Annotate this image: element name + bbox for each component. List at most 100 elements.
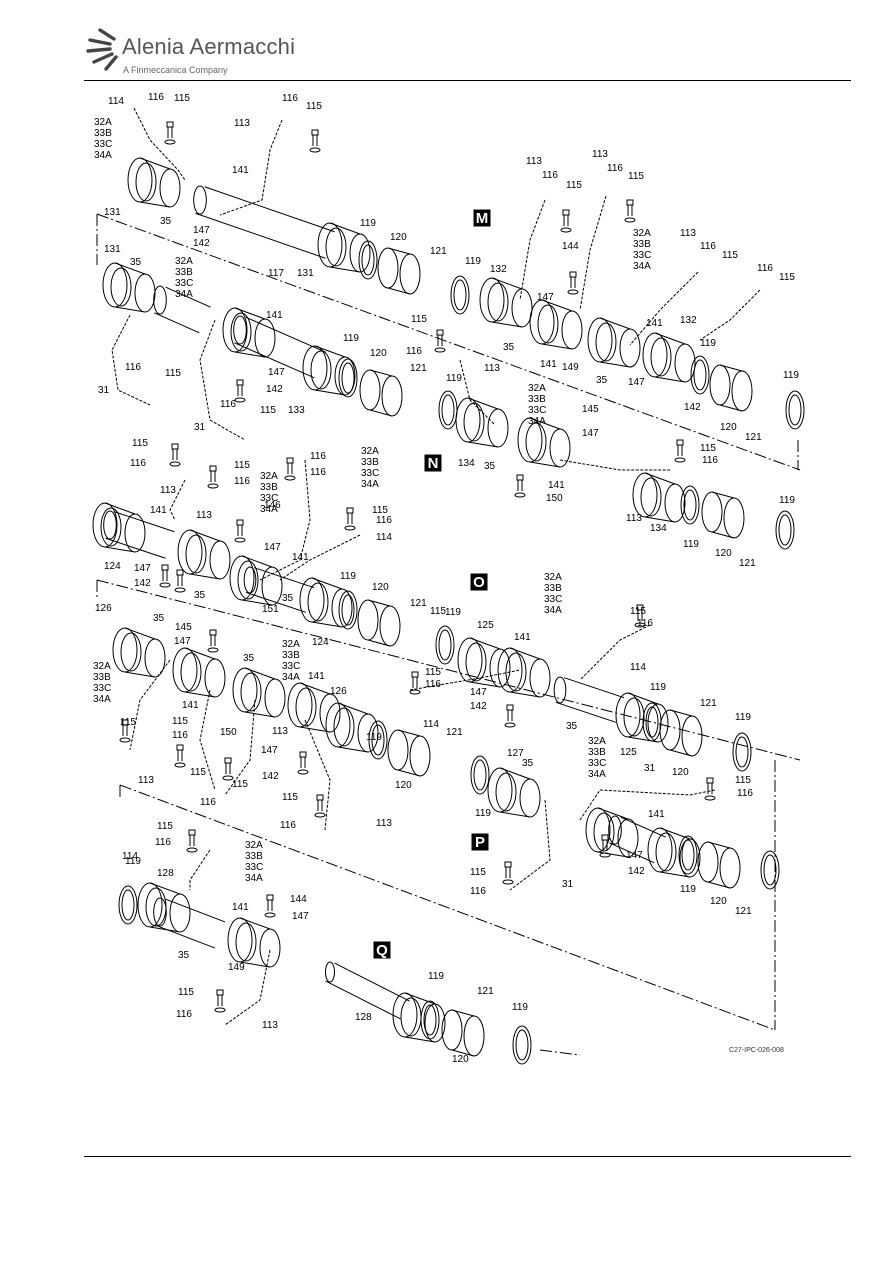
pipe-end xyxy=(153,897,167,927)
washer xyxy=(309,147,321,153)
part-callout: 132 xyxy=(490,264,507,275)
part-callout: 119 xyxy=(343,333,359,344)
part-callout: 31 xyxy=(644,763,656,774)
coupling xyxy=(172,647,198,693)
part-callout: 113 xyxy=(160,485,176,496)
part-callout: 127 xyxy=(507,748,524,759)
part-callout: 126 xyxy=(95,603,112,614)
part-callout: 119 xyxy=(779,495,795,506)
centerline xyxy=(539,1049,581,1056)
seal-ring xyxy=(420,1000,440,1040)
seal-ring xyxy=(690,355,710,395)
bolt-head xyxy=(504,861,512,868)
coupling xyxy=(392,992,418,1038)
part-callout: 33B xyxy=(94,128,112,139)
part-callout: 115 xyxy=(132,438,148,449)
sleeve xyxy=(719,847,741,889)
part-callout: 33C xyxy=(260,493,278,504)
coupling xyxy=(302,345,328,391)
seal-ring xyxy=(763,854,777,886)
part-callout: 120 xyxy=(372,582,389,593)
part-callout: 35 xyxy=(178,950,190,961)
seal-ring xyxy=(512,1025,532,1065)
sleeve xyxy=(359,369,381,411)
washer xyxy=(234,537,246,543)
coupling xyxy=(185,534,207,574)
part-callout: 115 xyxy=(470,867,486,878)
bonding-strap xyxy=(629,271,699,346)
part-callout: 33B xyxy=(93,672,111,683)
bonding-strap xyxy=(259,459,311,581)
bonding-strap xyxy=(509,799,551,891)
coupling xyxy=(299,577,325,623)
part-callout: 113 xyxy=(138,775,154,786)
part-callout: 119 xyxy=(125,856,141,867)
coupling xyxy=(632,472,658,518)
part-callout: 121 xyxy=(739,558,756,569)
bonding-strap xyxy=(224,949,271,1026)
part-callout: 116 xyxy=(425,679,441,690)
part-callout: 120 xyxy=(390,232,407,243)
sleeve xyxy=(709,364,731,406)
bonding-strap xyxy=(304,719,331,831)
part-callout: 120 xyxy=(672,767,689,778)
part-callout: 141 xyxy=(548,480,565,491)
part-callout: 150 xyxy=(220,727,237,738)
bolt-head xyxy=(286,457,294,464)
seal-ring xyxy=(435,625,455,665)
seal-ring xyxy=(341,362,355,394)
part-callout: 113 xyxy=(262,1020,278,1031)
part-callout: 126 xyxy=(330,686,347,697)
coupling xyxy=(287,682,313,728)
section-marker-m xyxy=(473,209,491,227)
centerline xyxy=(96,213,801,471)
part-callout: 119 xyxy=(340,571,356,582)
part-callout: 32A xyxy=(94,117,112,128)
part-callout: 151 xyxy=(262,604,279,615)
part-callout: 134 xyxy=(650,523,667,534)
seal-ring xyxy=(473,759,487,791)
coupling xyxy=(505,652,527,692)
bolt-head xyxy=(706,777,714,784)
part-callout: 142 xyxy=(134,578,151,589)
pipe-segment xyxy=(154,898,226,949)
coupling xyxy=(295,687,317,727)
part-callout: 115 xyxy=(722,250,738,261)
coupling xyxy=(102,262,128,308)
bonding-strap xyxy=(219,119,283,216)
seal-ring xyxy=(732,732,752,772)
part-callout: 141 xyxy=(150,505,167,516)
part-callout: 121 xyxy=(446,727,463,738)
part-callout: 116 xyxy=(155,837,171,848)
part-callout: 116 xyxy=(148,92,164,103)
coupling xyxy=(585,807,611,853)
coupling xyxy=(495,772,517,812)
sleeve xyxy=(381,375,403,417)
part-callout: 116 xyxy=(282,93,298,104)
coupling xyxy=(595,322,617,362)
washer xyxy=(174,587,186,593)
part-callout: 115 xyxy=(190,767,206,778)
bonding-strap xyxy=(579,789,716,821)
washer xyxy=(502,879,514,885)
bolt-head xyxy=(224,757,232,764)
part-callout: 119 xyxy=(446,373,462,384)
coupling xyxy=(261,566,283,606)
part-callout: 141 xyxy=(540,359,557,370)
part-callout: 147 xyxy=(264,542,281,553)
coupling xyxy=(479,277,505,323)
part-callout: 116 xyxy=(376,515,392,526)
bolt-head xyxy=(316,794,324,801)
company-name: Alenia Aermacchi xyxy=(122,34,296,59)
part-callout: 114 xyxy=(122,851,138,862)
washer xyxy=(214,1007,226,1013)
part-callout: 116 xyxy=(700,241,716,252)
washer xyxy=(314,812,326,818)
part-callout: 35 xyxy=(243,653,255,664)
washer xyxy=(264,912,276,918)
bolt-head xyxy=(299,751,307,758)
section-letter: M xyxy=(476,210,489,227)
part-callout: 32A xyxy=(93,661,111,672)
part-callout: 147 xyxy=(261,745,278,756)
coupling xyxy=(259,928,281,968)
